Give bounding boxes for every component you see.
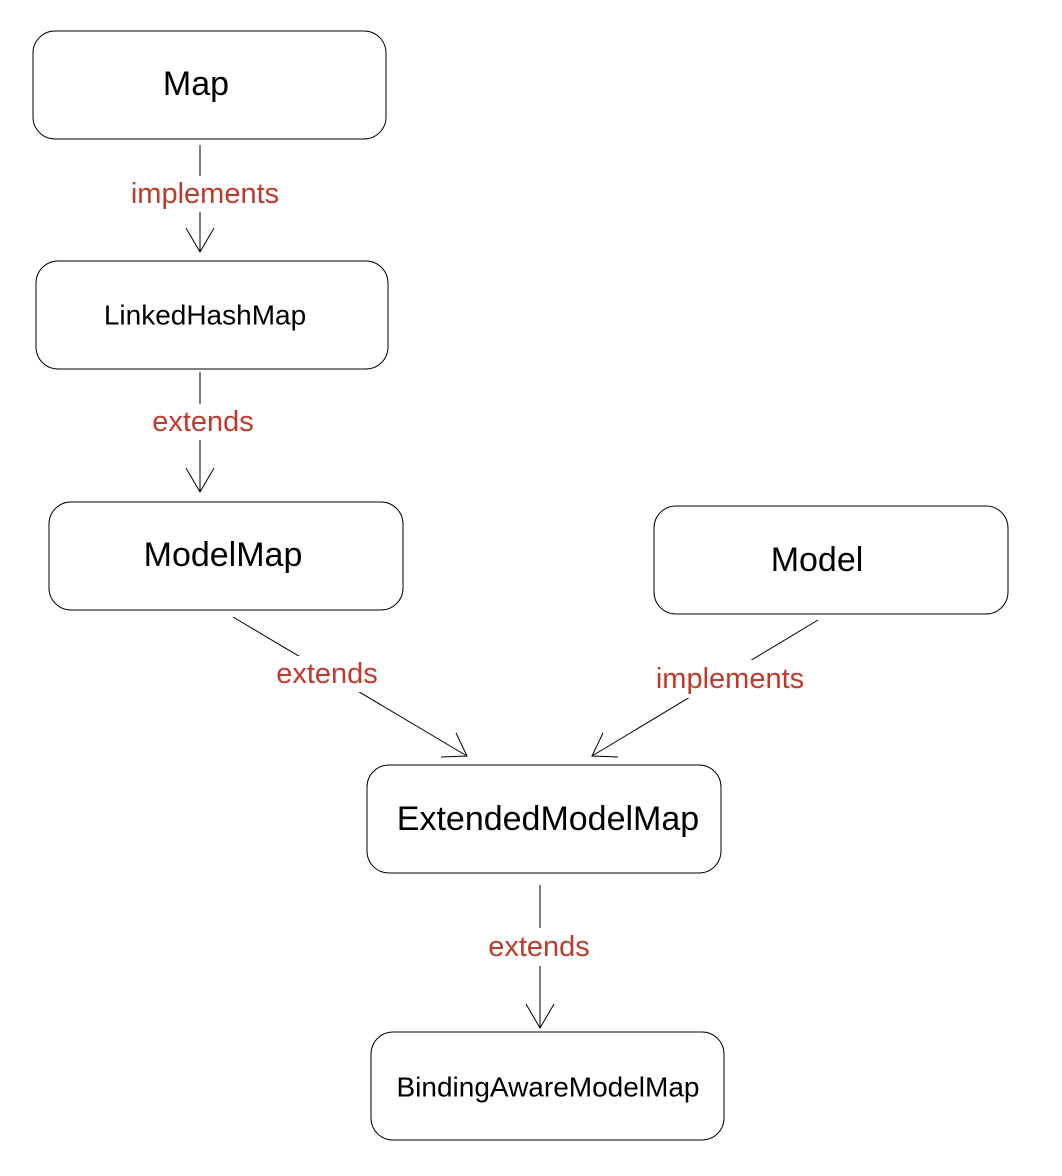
edge-label-extends-3: extends (488, 931, 590, 963)
node-label-model: Model (771, 541, 864, 579)
node-label-extendedmodelmap: ExtendedModelMap (397, 800, 699, 838)
node-label-modelmap: ModelMap (144, 536, 303, 574)
edge-linkedhashmap-to-modelmap: extends (144, 372, 260, 493)
node-label-map: Map (163, 65, 229, 103)
edge-modelmap-to-extendedmodelmap: extends (232, 616, 468, 758)
edge-label-implements-1: implements (131, 178, 279, 210)
edge-label-extends-2: extends (276, 658, 378, 690)
edge-extendedmodelmap-to-bindingawaremodelmap: extends (480, 885, 598, 1029)
node-model[interactable]: Model (653, 505, 1009, 615)
edge-label-implements-2: implements (656, 663, 804, 695)
node-bindingawaremodelmap[interactable]: BindingAwareModelMap (370, 1031, 725, 1141)
edge-model-to-extendedmodelmap: implements (591, 619, 819, 758)
node-label-bindingawaremodelmap: BindingAwareModelMap (397, 1072, 700, 1103)
node-label-linkedhashmap: LinkedHashMap (104, 300, 306, 331)
node-modelmap[interactable]: ModelMap (48, 501, 404, 611)
node-linkedhashmap[interactable]: LinkedHashMap (35, 260, 389, 370)
edge-label-extends-1: extends (152, 406, 254, 438)
edge-map-to-linkedhashmap: implements (122, 145, 288, 253)
node-extendedmodelmap[interactable]: ExtendedModelMap (366, 764, 722, 874)
node-map[interactable]: Map (32, 30, 387, 140)
